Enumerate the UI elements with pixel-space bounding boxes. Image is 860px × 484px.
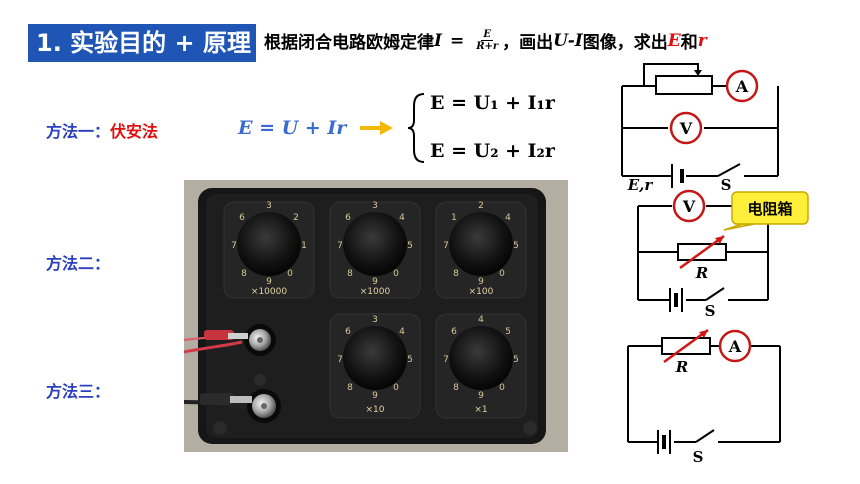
ammeter-symbol — [718, 329, 752, 363]
svg-text:3: 3 — [372, 201, 378, 211]
principle-fraction: E R+r — [476, 29, 498, 52]
left-brace-icon — [407, 93, 425, 163]
ammeter-symbol — [725, 69, 759, 103]
svg-text:7: 7 — [443, 241, 449, 251]
fraction-denominator: R+r — [476, 41, 499, 52]
method3-label: 方法三： — [46, 382, 111, 401]
svg-text:5: 5 — [513, 355, 519, 365]
svg-text:5: 5 — [505, 327, 511, 337]
resistor-label: R — [695, 264, 708, 282]
svg-text:0: 0 — [393, 269, 399, 279]
circuit-3-diagram: A R S — [627, 328, 781, 466]
section-title: 1. 实验目的 + 原理 — [28, 24, 256, 62]
principle-and: 和 — [680, 33, 698, 53]
principle-ui: U-I — [553, 30, 583, 51]
switch-label: S — [693, 448, 704, 466]
switch-label: S — [705, 302, 716, 320]
svg-text:8: 8 — [347, 269, 353, 279]
dial-knob — [343, 212, 407, 276]
svg-text:9: 9 — [372, 391, 378, 401]
svg-text:7: 7 — [337, 241, 343, 251]
callout-label: 电阻箱 — [747, 200, 792, 218]
dial-knob — [343, 326, 407, 390]
battery-label: E,r — [627, 176, 654, 192]
svg-text:9: 9 — [372, 277, 378, 287]
principle-e: E — [667, 30, 681, 51]
svg-text:4: 4 — [399, 327, 405, 337]
principle-suffix: 图像，求出 — [582, 33, 668, 53]
svg-text:6: 6 — [345, 213, 351, 223]
svg-text:8: 8 — [241, 269, 247, 279]
svg-text:4: 4 — [505, 213, 511, 223]
svg-text:4: 4 — [399, 213, 405, 223]
svg-text:8: 8 — [347, 383, 353, 393]
svg-text:6: 6 — [239, 213, 245, 223]
svg-text:0: 0 — [499, 269, 505, 279]
method1-label: 方法一： — [46, 122, 111, 141]
svg-text:9: 9 — [266, 277, 272, 287]
svg-text:6: 6 — [451, 327, 457, 337]
method2-label: 方法二： — [46, 254, 111, 273]
svg-text:0: 0 — [499, 383, 505, 393]
svg-text:2: 2 — [293, 213, 299, 223]
black-clip — [200, 393, 234, 405]
svg-text:1: 1 — [301, 241, 307, 251]
svg-text:9: 9 — [478, 391, 484, 401]
svg-text:8: 8 — [453, 269, 459, 279]
svg-text:2: 2 — [478, 201, 484, 211]
red-lead-wire — [184, 340, 243, 354]
svg-text:0: 0 — [287, 269, 293, 279]
resistance-box-image: 3 2 1 0 9 8 7 6 3 4 5 0 9 8 7 6 2 4 5 0 9 8 7 1 3 4 5 0 9 8… — [184, 180, 568, 452]
method1-formula: E = U + Ir — [238, 117, 347, 139]
principle-middle: ，画出 — [502, 33, 554, 53]
svg-text:7: 7 — [337, 355, 343, 365]
svg-text:7: 7 — [443, 355, 449, 365]
svg-text:5: 5 — [407, 241, 413, 251]
svg-text:9: 9 — [478, 277, 484, 287]
principle-var-i: I — [434, 30, 442, 51]
voltmeter-symbol — [672, 189, 706, 223]
resistance-box-photo: 3 2 1 0 9 8 7 6 3 4 5 0 9 8 7 6 2 4 5 0 9 8 7 1 3 4 5 0 9 8… — [184, 180, 568, 452]
dial-multiplier-label: ×10000 — [251, 287, 287, 297]
ammeter-label: A — [728, 337, 742, 356]
equation-1: E = U₁ + I₁r — [430, 92, 555, 114]
red-clip — [204, 330, 234, 340]
svg-text:3: 3 — [372, 315, 378, 325]
fraction-numerator: E — [481, 29, 493, 41]
principle-equals: = — [449, 30, 465, 51]
svg-text:6: 6 — [345, 327, 351, 337]
svg-text:5: 5 — [407, 355, 413, 365]
dial-multiplier-label: ×100 — [469, 287, 494, 297]
method1-row: 方法一：伏安法 — [46, 118, 158, 142]
svg-text:7: 7 — [231, 241, 237, 251]
right-arrow-icon — [360, 121, 393, 135]
principle-r: r — [697, 30, 707, 51]
equation-2: E = U₂ + I₂r — [430, 140, 555, 162]
dial-knob — [449, 326, 513, 390]
voltmeter-label: V — [682, 197, 696, 216]
dial-knob — [449, 212, 513, 276]
svg-text:8: 8 — [453, 383, 459, 393]
svg-text:1: 1 — [451, 213, 457, 223]
circuit-1-diagram: A V E,r S — [621, 63, 779, 192]
principle-prefix: 根据闭合电路欧姆定律 — [264, 33, 434, 53]
dial-multiplier-label: ×10 — [366, 405, 385, 415]
resistance-box-callout — [731, 191, 809, 225]
circuit-2-diagram: V R S 电阻箱 — [637, 189, 809, 320]
svg-text:0: 0 — [393, 383, 399, 393]
voltmeter-label: V — [679, 119, 693, 138]
dial-knob — [237, 212, 301, 276]
dial-multiplier-label: ×1 — [474, 405, 487, 415]
switch-label: S — [721, 176, 732, 192]
svg-text:5: 5 — [513, 241, 519, 251]
ammeter-label: A — [735, 77, 749, 96]
voltmeter-symbol — [669, 111, 703, 145]
resistor-label: R — [675, 358, 688, 376]
principle-text: 根据闭合电路欧姆定律 I = E R+r ，画出 U-I 图像，求出 E 和 r — [264, 28, 707, 53]
svg-text:3: 3 — [266, 201, 272, 211]
svg-text:4: 4 — [478, 315, 484, 325]
method1-name: 伏安法 — [110, 122, 159, 141]
dial-multiplier-label: ×1000 — [360, 287, 391, 297]
